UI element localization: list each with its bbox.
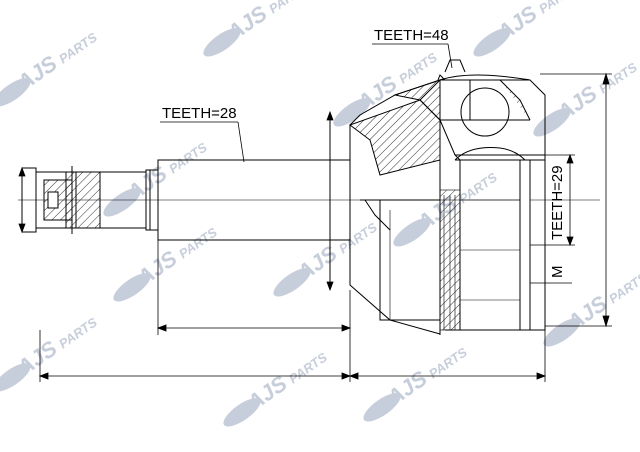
- dimension-height: [540, 72, 612, 328]
- watermark-logo: AJS PARTS: [223, 349, 330, 427]
- drawing-layer: [18, 43, 612, 382]
- m-label: M: [549, 266, 566, 279]
- watermark-suffix: PARTS: [396, 49, 440, 86]
- watermark-logo: AJS PARTS: [203, 0, 310, 57]
- watermark-logo: AJS PARTS: [533, 59, 640, 137]
- housing-ridges: [460, 199, 520, 301]
- dimension-threaded-end: [18, 166, 26, 234]
- watermark-logo: AJS PARTS: [363, 344, 470, 422]
- bell-housing: [419, 59, 546, 335]
- teeth-48-label: TEETH=48: [374, 27, 449, 44]
- shaft-threaded-end: [21, 166, 101, 234]
- watermark-suffix: PARTS: [266, 0, 310, 16]
- m-leader: [529, 250, 572, 284]
- dimension-bottom: [38, 240, 547, 382]
- dimension-teeth-29: [530, 153, 575, 247]
- dimension-shaft-height: [326, 110, 334, 292]
- watermark-suffix: PARTS: [56, 29, 100, 66]
- teeth-28-label: TEETH=28: [162, 105, 237, 122]
- watermark-logo: AJS PARTS: [103, 139, 210, 217]
- label-leaders: [160, 43, 453, 163]
- watermark-logo: AJS PARTS: [473, 0, 580, 57]
- watermark-logo: AJS PARTS: [0, 314, 100, 392]
- watermark-logo: AJS PARTS: [113, 224, 220, 302]
- watermark-suffix: PARTS: [286, 349, 330, 386]
- watermark-suffix: PARTS: [176, 224, 220, 261]
- watermark-suffix: PARTS: [596, 59, 640, 96]
- watermark-suffix: PARTS: [56, 314, 100, 351]
- watermark-suffix: PARTS: [456, 169, 500, 206]
- teeth-29-label: TEETH=29: [549, 165, 566, 240]
- watermark-logo: AJS PARTS: [273, 219, 380, 297]
- watermark-suffix: PARTS: [536, 0, 580, 16]
- watermark-logo: AJS PARTS: [0, 29, 100, 107]
- watermark-suffix: PARTS: [336, 219, 380, 256]
- watermark-suffix: PARTS: [606, 269, 640, 306]
- watermark-suffix: PARTS: [166, 139, 210, 176]
